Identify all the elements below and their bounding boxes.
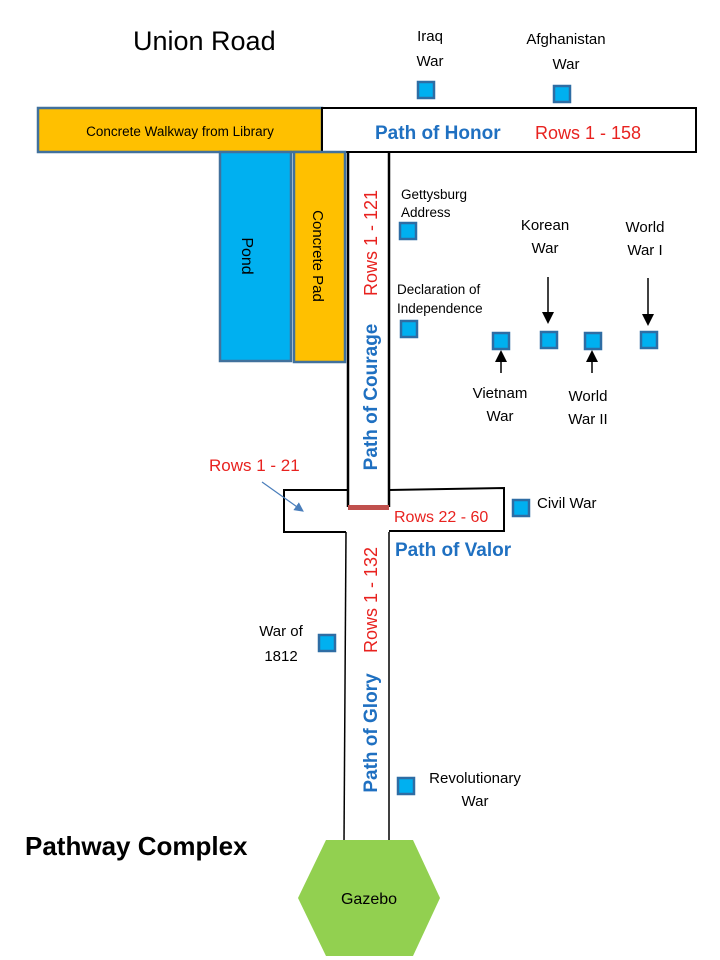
marker-war-of-1812: War of 1812 — [259, 623, 337, 665]
marker-label: War — [417, 53, 444, 70]
path-of-honor-rows: Rows 1 - 158 — [535, 123, 641, 143]
memorial-marker-icon — [399, 319, 419, 339]
memorial-marker-icon — [396, 776, 416, 796]
marker-vietnam-war: Vietnam War — [473, 331, 528, 425]
valor-divider — [348, 505, 389, 510]
marker-label: World — [569, 388, 608, 405]
path-of-valor: Rows 1 - 21 Rows 22 - 60 Path of Valor — [209, 456, 512, 561]
pond: Pond — [218, 150, 293, 363]
path-of-courage-label: Path of Courage — [361, 324, 382, 471]
concrete-pad: Concrete Pad — [292, 150, 347, 364]
concrete-pad-label: Concrete Pad — [309, 210, 326, 302]
memorial-marker-icon — [416, 80, 436, 100]
marker-label: Afghanistan — [526, 31, 605, 48]
concrete-walkway: Concrete Walkway from Library — [36, 106, 324, 154]
marker-label: Address — [401, 205, 451, 220]
marker-label: Independence — [397, 301, 483, 316]
memorial-marker-icon — [539, 330, 559, 350]
memorial-marker-icon — [639, 330, 659, 350]
marker-afghanistan-war: Afghanistan War — [526, 31, 606, 104]
marker-declaration-of-independence: Declaration of Independence — [397, 282, 483, 339]
marker-label: Korean — [521, 217, 569, 234]
marker-label: War of — [259, 623, 303, 640]
map-title: Union Road — [133, 26, 276, 56]
marker-iraq-war: Iraq War — [416, 28, 444, 100]
path-of-honor-label: Path of Honor — [375, 123, 501, 144]
marker-label: War I — [627, 242, 662, 259]
marker-civil-war: Civil War — [511, 495, 596, 518]
marker-label: War II — [568, 411, 607, 428]
marker-label: War — [462, 793, 489, 810]
walkway-label: Concrete Walkway from Library — [86, 124, 274, 139]
memorial-marker-icon — [511, 498, 531, 518]
path-of-valor-label: Path of Valor — [395, 540, 512, 561]
pond-label: Pond — [238, 237, 255, 274]
path-of-glory-label: Path of Glory — [361, 673, 382, 793]
marker-korean-war: Korean War — [521, 217, 569, 350]
memorial-marker-icon — [583, 331, 603, 351]
path-of-glory-rows: Rows 1 - 132 — [361, 547, 381, 653]
marker-label: War — [487, 408, 514, 425]
marker-label: World — [626, 219, 665, 236]
path-of-courage-rows: Rows 1 - 121 — [361, 190, 381, 296]
marker-label: Iraq — [417, 28, 443, 45]
path-of-courage: Rows 1 - 121 Path of Courage — [346, 152, 391, 507]
valor-rows-right: Rows 22 - 60 — [394, 509, 488, 526]
marker-label: War — [553, 56, 580, 73]
gazebo-label: Gazebo — [341, 891, 397, 908]
marker-gettysburg-address: Gettysburg Address — [398, 187, 467, 241]
memorial-marker-icon — [398, 221, 418, 241]
marker-label: 1812 — [264, 648, 297, 665]
marker-world-war-i: World War I — [626, 219, 665, 350]
marker-label: Revolutionary — [429, 770, 521, 787]
memorial-marker-icon — [552, 84, 572, 104]
path-of-glory: Rows 1 - 132 Path of Glory — [343, 531, 390, 843]
marker-world-war-ii: World War II — [568, 331, 608, 428]
marker-label: Gettysburg — [401, 187, 467, 202]
marker-label: Vietnam — [473, 385, 528, 402]
path-of-honor: Path of Honor Rows 1 - 158 — [321, 107, 697, 153]
gazebo: Gazebo — [298, 840, 440, 956]
memorial-marker-icon — [317, 633, 337, 653]
map-subtitle: Pathway Complex — [25, 831, 248, 861]
arrow-icon — [261, 481, 304, 512]
marker-label: Declaration of — [397, 282, 481, 297]
memorial-marker-icon — [491, 331, 511, 351]
marker-label: War — [532, 240, 559, 257]
valor-rows-left: Rows 1 - 21 — [209, 456, 300, 475]
marker-revolutionary-war: Revolutionary War — [396, 770, 521, 810]
marker-label: Civil War — [537, 495, 596, 512]
